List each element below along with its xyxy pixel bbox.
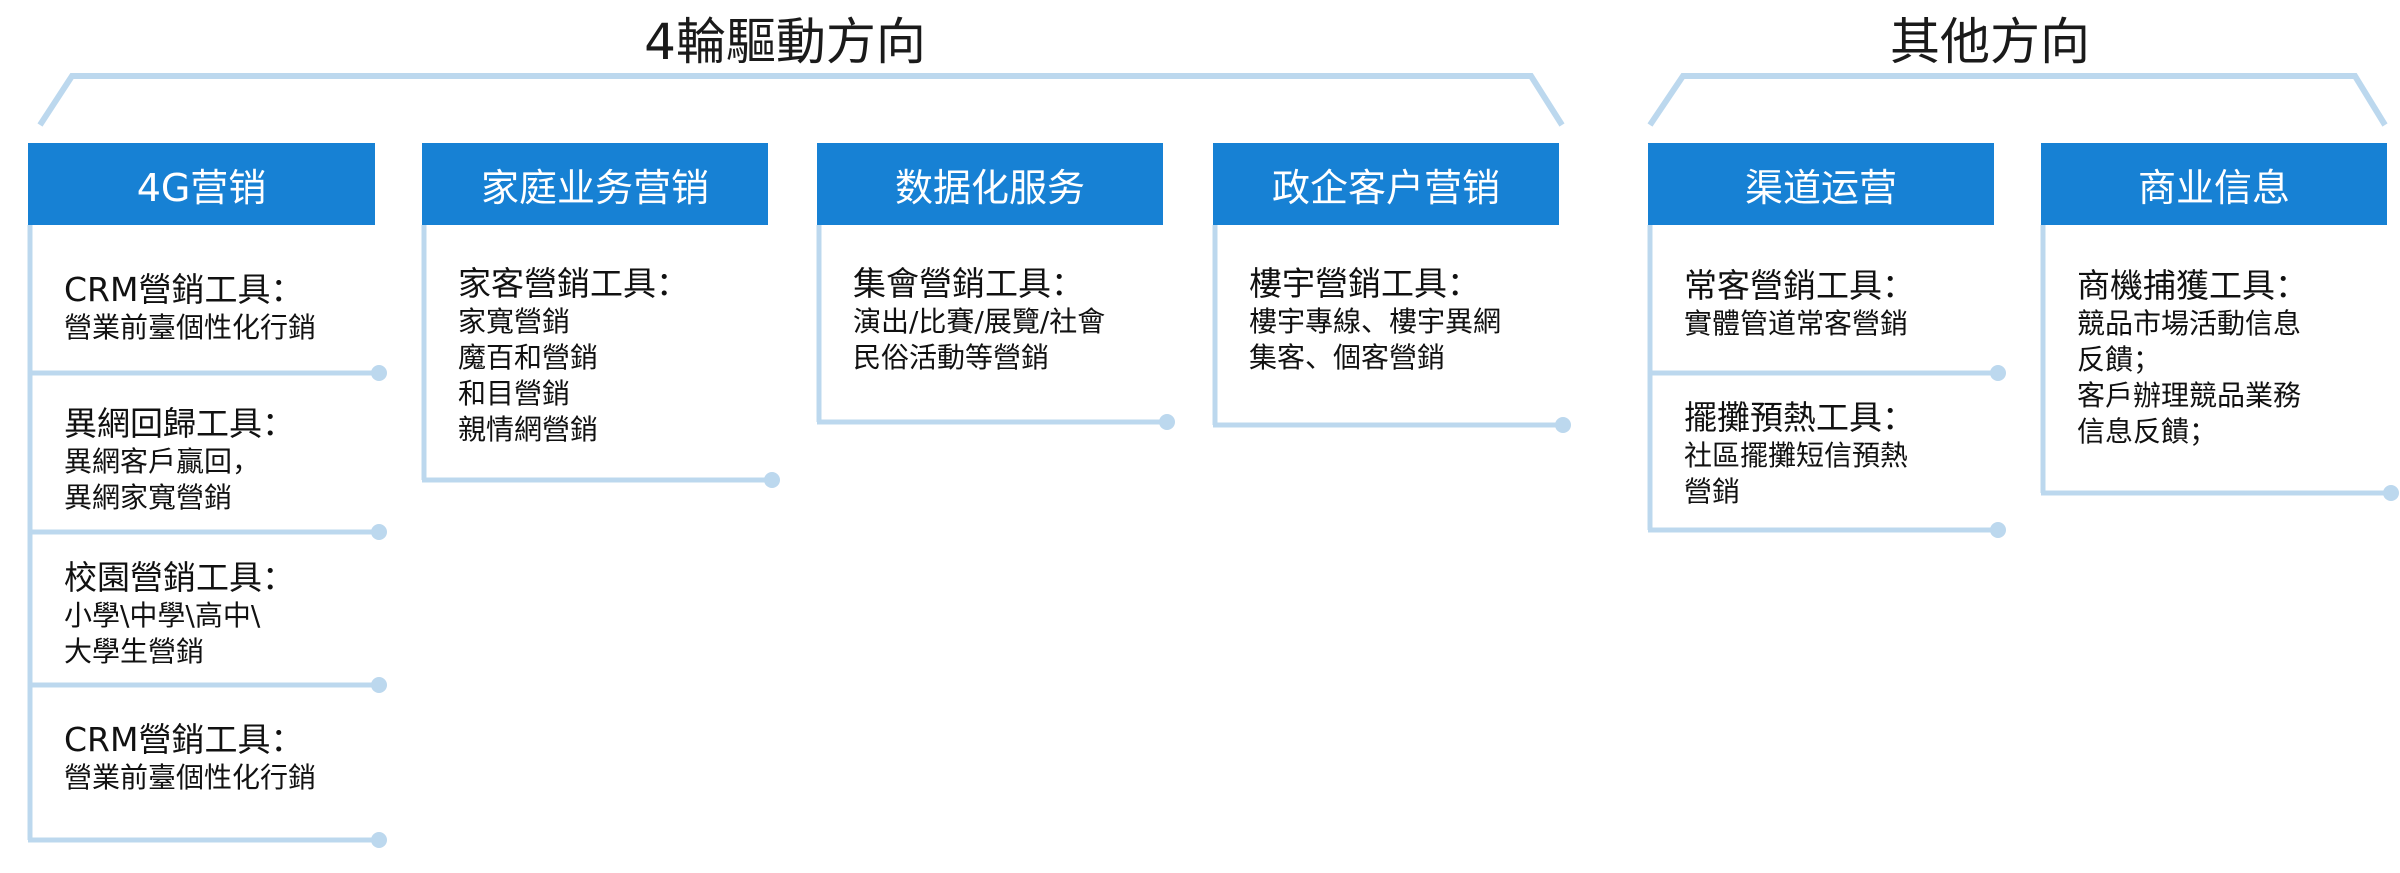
tool-description-line: 家寬營銷 [458, 305, 571, 338]
tool-item: 校園營銷工具：小學\中學\高中\大學生營銷 [64, 558, 295, 670]
tool-description-line: 信息反饋； [2077, 415, 2218, 448]
tool-description-line: 營銷 [1684, 475, 1741, 508]
tool-item: 樓宇營銷工具：樓宇專線、樓宇異網集客、個客營銷 [1249, 264, 1501, 376]
tool-description: 家寬營銷魔百和營銷和目營銷親情網營銷 [458, 304, 689, 448]
tool-description: 競品市場活動信息反饋；客戶辦理競品業務信息反饋； [2077, 306, 2308, 450]
tool-item: 異網回歸工具：異網客戶贏回，異網家寬營銷 [64, 404, 295, 516]
tool-description-line: 營業前臺個性化行銷 [64, 311, 317, 344]
tool-description: 營業前臺個性化行銷 [64, 310, 316, 346]
tool-description-line: 競品市場活動信息 [2077, 307, 2302, 340]
tool-title: 常客營銷工具： [1684, 266, 1915, 305]
tool-description-line: 營業前臺個性化行銷 [64, 761, 317, 794]
tool-description-line: 大學生營銷 [64, 635, 205, 668]
column-header-5: 渠道运营 [1648, 143, 1994, 225]
divider-end-dot [371, 524, 387, 540]
tool-title: 集會營銷工具： [853, 264, 1084, 303]
divider-end-dot [371, 832, 387, 848]
tool-item: CRM營銷工具：營業前臺個性化行銷 [64, 270, 316, 346]
tool-item: 擺攤預熱工具：社區擺攤短信預熱營銷 [1684, 398, 1915, 510]
tool-item: 商機捕獲工具：競品市場活動信息反饋；客戶辦理競品業務信息反饋； [2077, 266, 2308, 450]
tool-description: 實體管道常客營銷 [1684, 306, 1915, 342]
tool-item: 集會營銷工具：演出/比賽/展覽/社會民俗活動等營銷 [853, 264, 1105, 376]
divider-end-dot [1990, 522, 2006, 538]
tool-description-line: 小學\中學\高中\ [64, 599, 261, 632]
tool-description-line: 異網家寬營銷 [64, 481, 233, 514]
divider-end-dot [764, 472, 780, 488]
divider-end-dot [2383, 485, 2399, 501]
tool-description-line: 反饋； [2077, 343, 2162, 376]
tool-description-line: 實體管道常客營銷 [1684, 307, 1909, 340]
tool-item: 常客營銷工具：實體管道常客營銷 [1684, 266, 1915, 342]
tool-description-line: 演出/比賽/展覽/社會 [853, 305, 1106, 338]
tool-title: 校園營銷工具： [64, 558, 295, 597]
tool-description-line: 樓宇專線、樓宇異網 [1249, 305, 1502, 338]
tool-description-line: 和目營銷 [458, 377, 571, 410]
column-header-3: 数据化服务 [817, 143, 1163, 225]
bracket-other [1647, 73, 2388, 127]
tool-item: CRM營銷工具：營業前臺個性化行銷 [64, 720, 316, 796]
column-header-2: 家庭业务营销 [422, 143, 768, 225]
tool-description: 社區擺攤短信預熱營銷 [1684, 438, 1915, 510]
divider-end-dot [1555, 417, 1571, 433]
divider-end-dot [1990, 365, 2006, 381]
tool-title: CRM營銷工具： [64, 720, 304, 759]
tool-description-line: 社區擺攤短信預熱 [1684, 439, 1909, 472]
tool-description-line: 異網客戶贏回， [64, 445, 261, 478]
tool-description: 營業前臺個性化行銷 [64, 760, 316, 796]
column-header-6: 商业信息 [2041, 143, 2387, 225]
tool-description: 小學\中學\高中\大學生營銷 [64, 598, 295, 670]
tool-description-line: 民俗活動等營銷 [853, 341, 1050, 374]
tool-title: 家客營銷工具： [458, 264, 689, 303]
tool-title: 樓宇營銷工具： [1249, 264, 1480, 303]
tool-title: 擺攤預熱工具： [1684, 398, 1915, 437]
tool-description-line: 集客、個客營銷 [1249, 341, 1446, 374]
tool-description-line: 客戶辦理競品業務 [2077, 379, 2302, 412]
tool-title: 商機捕獲工具： [2077, 266, 2308, 305]
tool-description: 演出/比賽/展覽/社會民俗活動等營銷 [853, 304, 1105, 376]
tool-description: 樓宇專線、樓宇異網集客、個客營銷 [1249, 304, 1501, 376]
group-title-other: 其他方向 [1890, 13, 2090, 71]
tool-item: 家客營銷工具：家寬營銷魔百和營銷和目營銷親情網營銷 [458, 264, 689, 448]
tool-description-line: 魔百和營銷 [458, 341, 599, 374]
group-title-drive: 4輪驅動方向 [644, 13, 926, 71]
tool-title: CRM營銷工具： [64, 270, 304, 309]
tool-description-line: 親情網營銷 [458, 413, 599, 446]
column-header-4: 政企客户营销 [1213, 143, 1559, 225]
bracket-drive [37, 73, 1565, 127]
column-header-1: 4G营销 [28, 143, 375, 225]
tool-description: 異網客戶贏回，異網家寬營銷 [64, 444, 295, 516]
divider-end-dot [371, 677, 387, 693]
divider-end-dot [371, 365, 387, 381]
divider-end-dot [1159, 414, 1175, 430]
tool-title: 異網回歸工具： [64, 404, 295, 443]
